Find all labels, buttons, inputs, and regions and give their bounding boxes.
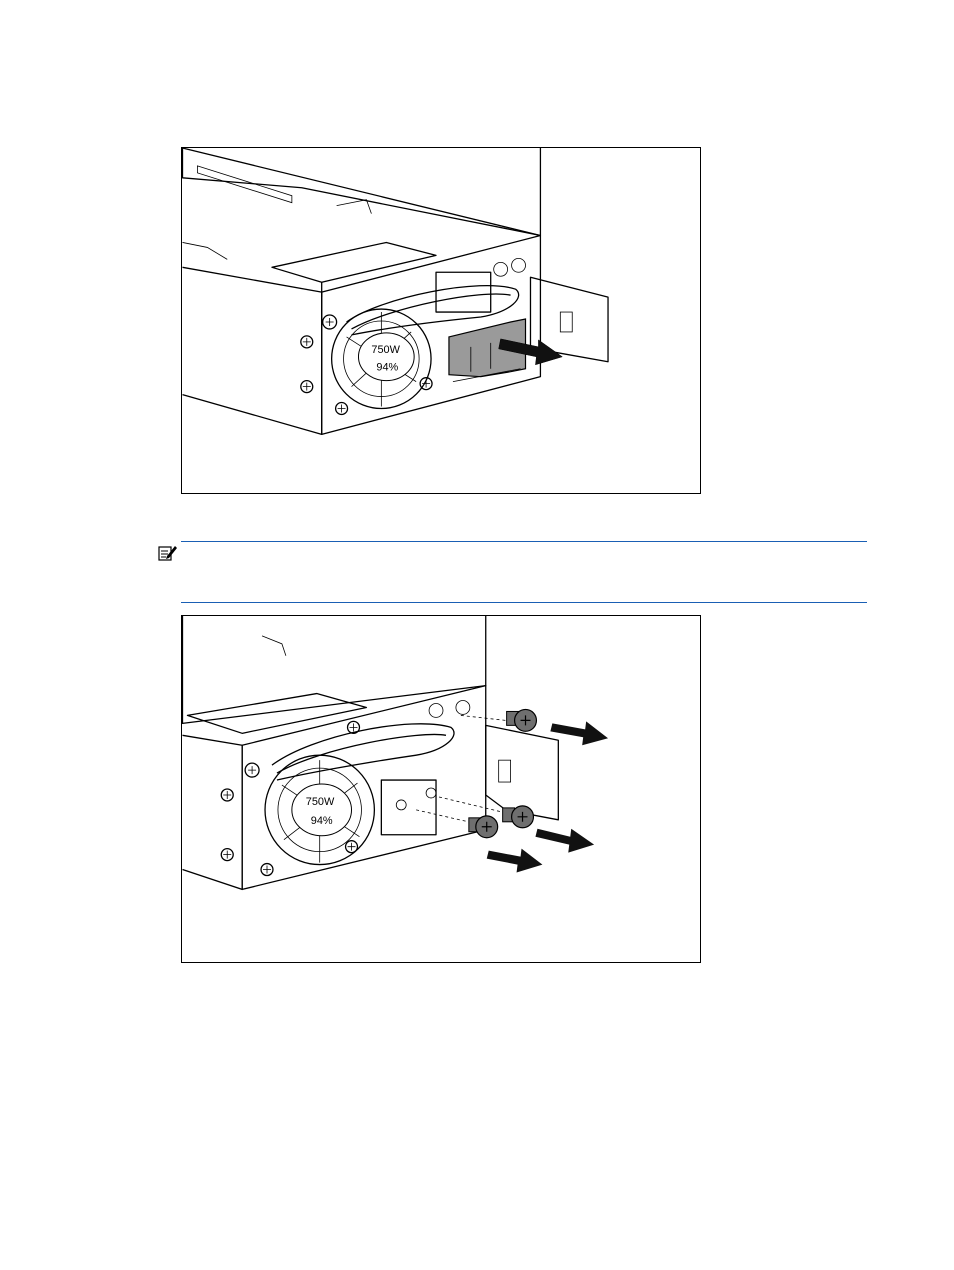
psu-illustration-1: 750W 94% (182, 148, 700, 493)
wattage-label: 750W (371, 344, 400, 356)
wattage-label-2: 750W (306, 796, 335, 808)
screw-middle (503, 806, 534, 828)
note-top-rule (181, 541, 867, 542)
efficiency-label-2: 94% (311, 815, 333, 827)
screw-bottom (469, 816, 498, 838)
note-bottom-rule (181, 602, 867, 603)
note-pencil-icon (158, 544, 178, 562)
psu-illustration-2: 750W 94% (182, 616, 700, 962)
figure-remove-screws: 750W 94% (181, 615, 701, 963)
screw-top (507, 709, 537, 731)
efficiency-label: 94% (376, 362, 398, 374)
figure-remove-bracket: 750W 94% (181, 147, 701, 494)
